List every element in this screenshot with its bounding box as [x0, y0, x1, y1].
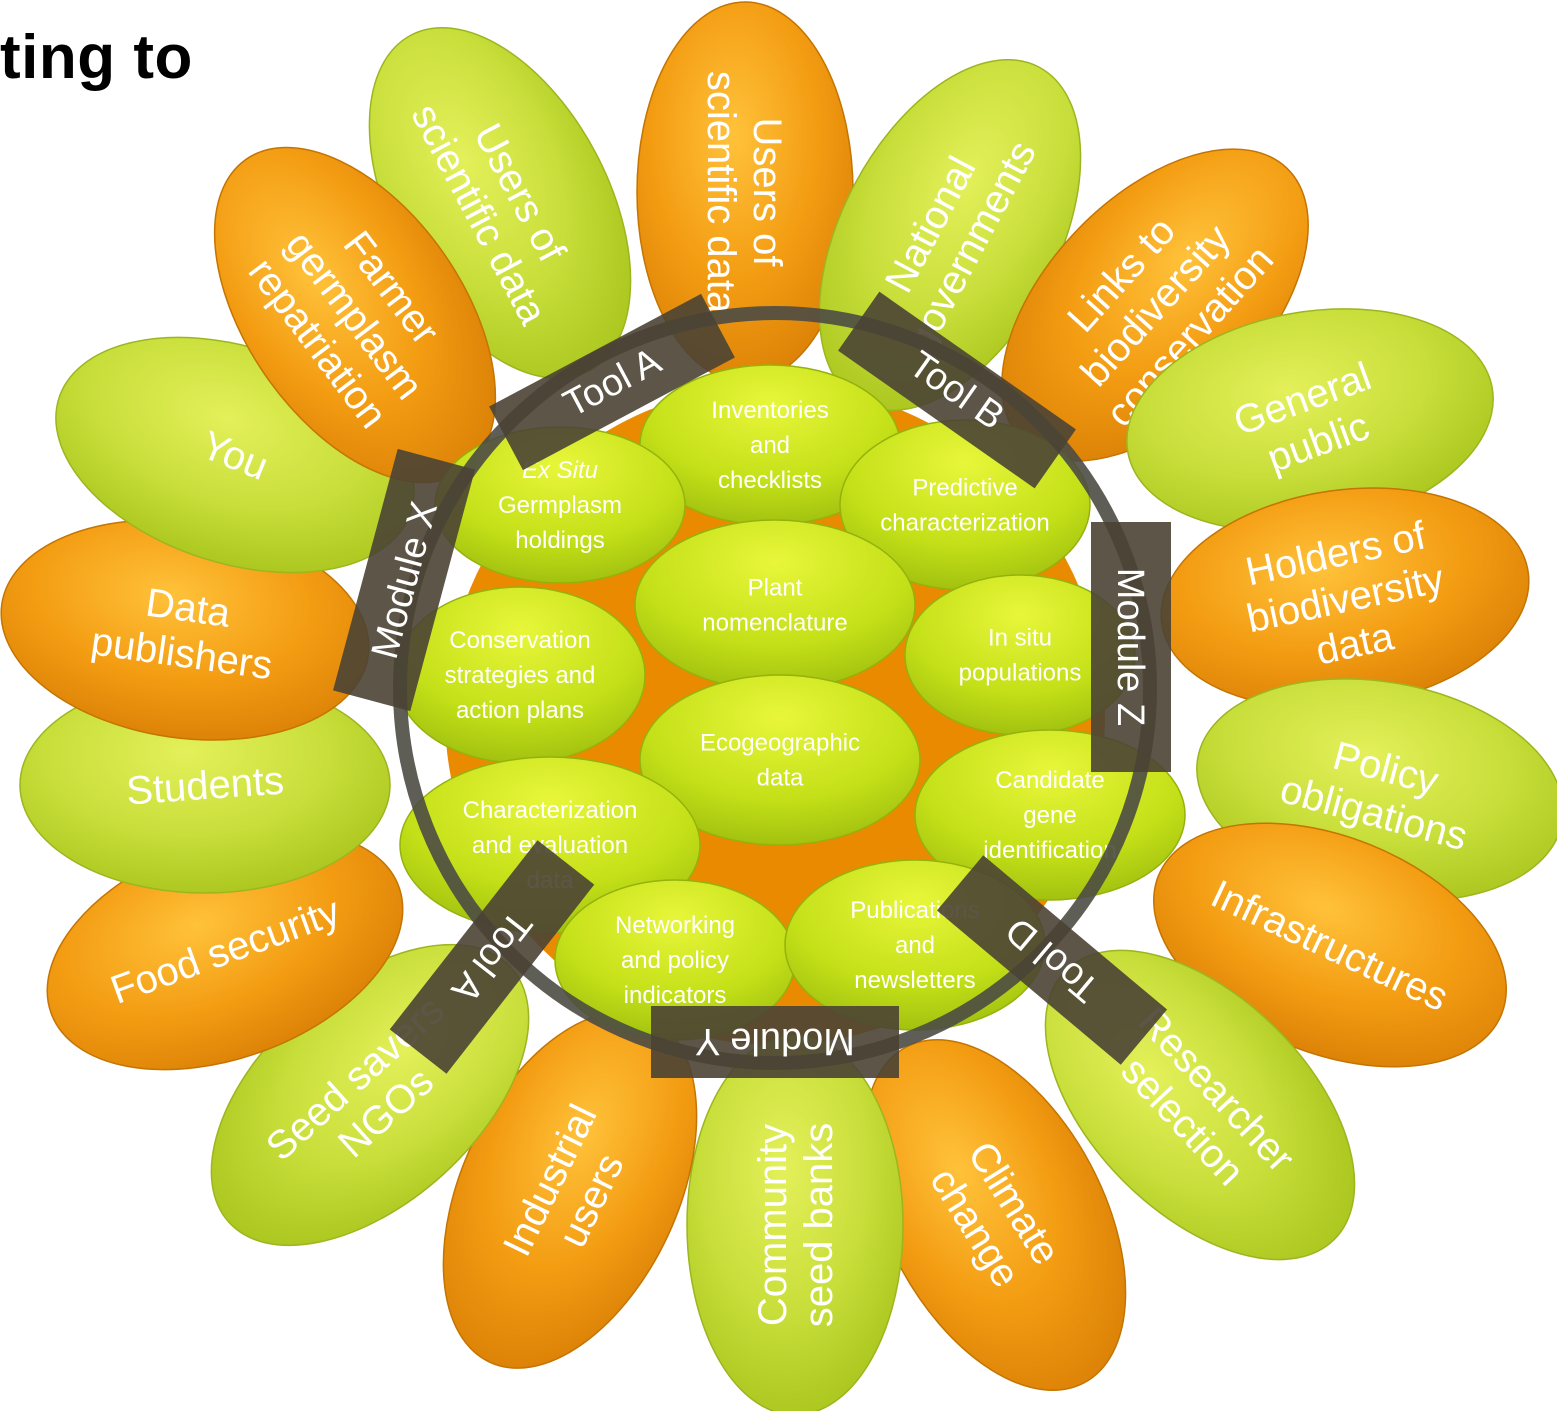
outer-petal: Datapublishers — [0, 519, 370, 741]
inner-oval-label: Inventories and checklists — [711, 397, 828, 494]
outer-petal: Industrialusers — [442, 1011, 698, 1369]
band-label: Module Z — [1109, 568, 1151, 726]
inner-oval-label-line: indicators — [624, 982, 727, 1009]
inner-oval-label: Ecogeographic data — [700, 730, 860, 792]
inner-oval-label: Networking and policy indicators — [615, 912, 735, 1009]
inner-oval-label-line: Candidate — [995, 767, 1104, 794]
outer-petal-shape — [686, 1034, 904, 1411]
outer-petal: Food security — [46, 829, 404, 1071]
outer-petal-label-line: Students — [125, 759, 286, 814]
outer-petal: Farmergermplasmrepatriation — [213, 146, 497, 484]
inner-oval-label-line: strategies and — [445, 662, 596, 689]
inner-oval-label: In situ populations — [959, 625, 1082, 687]
inner-oval-label: Predictive characterization — [880, 475, 1049, 537]
inner-oval-label-line: populations — [959, 660, 1082, 687]
page-title: ting to — [0, 23, 193, 92]
inner-oval-label-line: Predictive — [912, 475, 1017, 502]
inner-oval-label-line: Inventories — [711, 397, 828, 424]
outer-petal: Links tobiodiversityconservation — [1001, 148, 1309, 462]
band: Tool B — [838, 291, 1076, 489]
outer-petal: Users ofscientific data — [636, 1, 854, 383]
inner-oval-label-line: Conservation — [449, 627, 590, 654]
band-label: Module Y — [695, 1020, 855, 1062]
outer-petal: Climatechange — [863, 1038, 1127, 1392]
outer-petal-label: Students — [125, 759, 286, 814]
band-shape — [651, 1006, 899, 1078]
inner-oval-label-line: Networking — [615, 912, 735, 939]
inner-oval-label-line: nomenclature — [702, 610, 847, 637]
inner-oval-label-line: and — [750, 432, 790, 459]
outer-petal: Holders ofbiodiversitydata — [1160, 487, 1530, 709]
inner-oval-label-line: identification — [983, 837, 1116, 864]
inner-oval-label-line: Plant — [748, 575, 803, 602]
band-shape — [333, 448, 475, 712]
inner-oval-label-line: Germplasm — [498, 492, 622, 519]
inner-oval: Ecogeographic data — [639, 674, 921, 846]
inner-oval-label-line: and policy — [621, 947, 729, 974]
inner-oval-label-line: holdings — [515, 527, 604, 554]
inner-oval-shape — [639, 674, 921, 846]
inner-oval-shape — [634, 519, 916, 691]
band-shape — [1091, 522, 1171, 772]
band-shape — [936, 855, 1168, 1065]
band-shape — [838, 291, 1076, 489]
outer-petal: Students — [19, 676, 391, 894]
outer-petal: Communityseed banks — [686, 1034, 904, 1411]
inner-oval: In situ populations — [904, 574, 1136, 736]
inner-oval-label-line: checklists — [718, 467, 822, 494]
outer-petal-label-line: seed banks — [797, 1123, 841, 1328]
outer-petal-label: Links tobiodiversityconservation — [1029, 176, 1282, 436]
outer-petal-label-line: Community — [751, 1124, 795, 1326]
inner-oval-label: Plant nomenclature — [702, 575, 847, 637]
inner-oval-label-line: In situ — [988, 625, 1052, 652]
inner-oval-label-line: and — [895, 932, 935, 959]
outer-petal-label-line: scientific data — [699, 71, 743, 314]
inner-oval-label-line: action plans — [456, 697, 584, 724]
outer-petal-label: Users ofscientific data — [699, 71, 789, 314]
band-shape — [489, 293, 735, 471]
inner-oval-label-line: gene — [1023, 802, 1076, 829]
inner-oval: Plant nomenclature — [634, 519, 916, 691]
outer-petal-label: Communityseed banks — [751, 1123, 841, 1328]
inner-oval-label: Candidate gene identification — [983, 767, 1116, 864]
band: Module Z — [1091, 522, 1171, 772]
inner-oval-label-line: Ecogeographic — [700, 730, 860, 757]
inner-oval-label: Conservation strategies and action plans — [445, 627, 596, 724]
band-shape — [389, 840, 595, 1074]
inner-oval-label-line: characterization — [880, 510, 1049, 537]
inner-oval-label-line: data — [757, 765, 804, 792]
inner-oval-label-line: Characterization — [463, 797, 638, 824]
band: Module Y — [651, 1006, 899, 1078]
outer-petal-label-line: Users of — [745, 118, 789, 268]
outer-petal: Generalpublic — [1126, 308, 1494, 532]
inner-oval-label-line: newsletters — [854, 967, 975, 994]
